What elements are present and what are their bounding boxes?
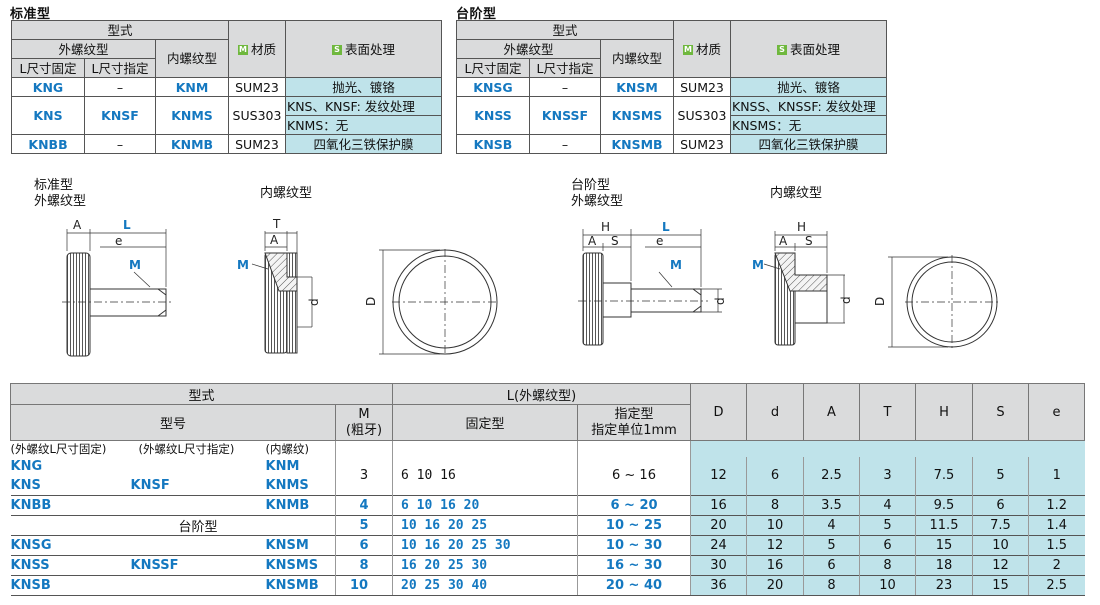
dim-label: A [73, 218, 82, 232]
drawing-subtitle-stepped: 外螺纹型 [571, 194, 624, 209]
header-l: L(外螺纹型) [392, 383, 691, 405]
drawing-title-internal-stepped: 内螺纹型 [770, 186, 823, 201]
dim-label: M [670, 258, 682, 272]
dim-label: S [611, 234, 619, 248]
header-type: 型式 [10, 383, 393, 405]
table-row: KNSB KNSMB 10 20 25 30 40 20 ~ 40 36 20 … [10, 574, 1085, 596]
table-row: 台阶型 5 10 16 20 25 10 ~ 25 20 10 4 5 11.5… [10, 514, 1085, 535]
standard-section-title: 标准型 [10, 7, 51, 22]
dim-label: T [272, 217, 281, 231]
internal-drawing [251, 231, 313, 354]
dim-label: L [123, 218, 131, 232]
front-view-circle-stepped [888, 255, 999, 349]
stepped-external-drawing [578, 229, 722, 346]
front-view-circle [379, 249, 498, 355]
dim-label: e [115, 234, 122, 248]
stepped-label: 台阶型 [130, 514, 266, 535]
dim-label: M [129, 258, 141, 272]
header-external: 外螺纹型 [11, 39, 156, 59]
header-type: 型式 [11, 20, 229, 40]
dim-label: D [873, 297, 887, 306]
table-row: KNSS KNSSF KNSMS 8 16 20 25 30 16 ~ 30 3… [10, 554, 1085, 575]
header-model: 型号 [10, 404, 336, 441]
surface-s-icon: S [776, 45, 787, 55]
standard-external-drawing [62, 229, 174, 357]
drawing-title-internal: 内螺纹型 [260, 186, 313, 201]
stepped-internal-drawing [763, 231, 845, 346]
dim-label: H [601, 220, 610, 234]
dimension-table: 型式 L(外螺纹型) D d A T H S e 型号 M(粗牙) 固定型 指定… [10, 383, 1085, 596]
material-m-icon: M [237, 45, 248, 55]
material-m-icon: M [682, 45, 693, 55]
dim-label: A [779, 234, 788, 248]
dim-label: L [662, 220, 670, 234]
table-row: KNS KNSF KNMS [10, 477, 309, 493]
header-internal: 内螺纹型 [155, 39, 229, 78]
dim-label: e [656, 234, 663, 248]
dim-label: M [752, 258, 764, 272]
dim-label: A [588, 234, 597, 248]
table-row: KNBB KNMB 4 6 10 16 20 6 ~ 20 16 8 3.5 4… [10, 494, 1085, 515]
surface-s-icon: S [331, 45, 342, 55]
stepped-section-title: 台阶型 [456, 7, 497, 22]
dim-label: d [839, 296, 853, 304]
drawing-subtitle-standard: 外螺纹型 [34, 194, 87, 209]
dim-label: S [805, 234, 813, 248]
dim-label: d [307, 298, 321, 306]
dim-label: A [270, 233, 279, 247]
header-l-fixed: L尺寸固定 [11, 58, 85, 78]
header-l-spec: L尺寸指定 [84, 58, 156, 78]
drawing-title-stepped: 台阶型 [571, 178, 611, 193]
dim-label: d [713, 297, 727, 305]
dim-label: M [237, 258, 249, 272]
drawing-title-standard: 标准型 [34, 178, 74, 193]
table-row: KNG KNM 3 6 10 16 6 ~ 16 12 6 2.5 3 7.5 … [11, 457, 1085, 495]
table-row: KNSG KNSM 6 10 16 20 25 30 10 ~ 30 24 12… [10, 534, 1085, 555]
dim-label: H [797, 220, 806, 234]
technical-drawings: A L e M T A M d D H A S L e M d H A S M … [62, 217, 999, 357]
dim-label: D [364, 297, 378, 306]
